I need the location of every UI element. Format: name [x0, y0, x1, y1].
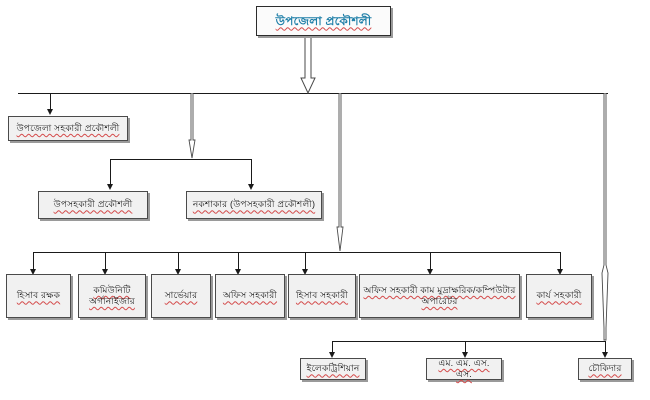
- node-label: কার্য সহকারী: [536, 290, 582, 301]
- node-label: অফিস সহকারী কাম মুদ্রাক্ষরিক/কম্পিউটার অ…: [363, 284, 516, 306]
- node-office-assistant[interactable]: অফিস সহকারী: [215, 274, 285, 318]
- connector-to-draftsman: [251, 159, 252, 186]
- connector-to-office-assistant: [238, 252, 239, 271]
- bus-line-staff: [33, 252, 560, 253]
- bus-line-level1: [18, 93, 608, 94]
- spindle-arrow-to-staff-bus: [334, 93, 346, 253]
- node-chowkidar[interactable]: চৌকিদার: [578, 358, 632, 380]
- arrowhead-sub-assistant-engineer: [107, 184, 113, 190]
- arrowhead-office-assistant-cum-computer-operator: [427, 269, 433, 275]
- node-accountant[interactable]: হিসাব রক্ষক: [6, 274, 71, 318]
- spindle-arrow-to-bottom-bus: [599, 93, 611, 341]
- node-upazila-engineer[interactable]: উপজেলা প্রকৌশলী: [256, 6, 391, 36]
- node-electrician[interactable]: ইলেকট্রিশিয়ান: [300, 358, 366, 380]
- block-arrow-root-to-bus: [300, 36, 316, 94]
- arrowhead-accountant: [30, 269, 36, 275]
- node-label: হিসাব রক্ষক: [16, 290, 61, 301]
- connector-to-accountant: [33, 252, 34, 271]
- node-label: অফিস সহকারী: [222, 290, 278, 301]
- node-community-organizer[interactable]: কমিউনিটি অর্গানাইজার: [78, 274, 146, 318]
- node-upazila-assistant-engineer[interactable]: উপজেলা সহকারী প্রকৌশলী: [8, 116, 128, 141]
- arrowhead-upazila-assistant-engineer: [47, 109, 53, 115]
- arrowhead-surveyor: [175, 269, 181, 275]
- arrowhead-work-assistant: [557, 269, 563, 275]
- node-office-assistant-cum-computer-operator[interactable]: অফিস সহকারী কাম মুদ্রাক্ষরিক/কম্পিউটার অ…: [359, 274, 520, 318]
- arrowhead-chowkidar: [602, 352, 608, 358]
- arrowhead-draftsman: [248, 184, 254, 190]
- arrowhead-accounts-assistant: [302, 269, 308, 275]
- connector-to-sub-assistant-engineer: [110, 159, 111, 186]
- connector-to-chowkidar: [605, 341, 606, 354]
- node-label: ইলেকট্রিশিয়ান: [306, 363, 360, 374]
- node-label: উপসহকারী প্রকৌশলী: [53, 199, 133, 210]
- node-label: চৌকিদার: [588, 363, 622, 374]
- node-label: হিসাব সহকারী: [295, 290, 349, 301]
- connector-to-surveyor: [178, 252, 179, 271]
- connector-to-electrician: [332, 341, 333, 354]
- node-label: কমিউনিটি অর্গানাইজার: [89, 284, 135, 306]
- bus-line-level3: [110, 159, 252, 160]
- connector-to-work-assistant: [560, 252, 561, 271]
- node-mlss[interactable]: এম. এম. এস. এস.: [426, 358, 502, 380]
- node-label: নকশাকার (উপসহকারী প্রকৌশলী): [192, 199, 316, 210]
- connector-to-community-organizer: [105, 252, 106, 271]
- spindle-arrow-to-level3-bus: [186, 93, 198, 159]
- node-label: সার্ভেয়ার: [164, 290, 198, 301]
- arrowhead-electrician: [329, 352, 335, 358]
- node-accounts-assistant[interactable]: হিসাব সহকারী: [288, 274, 356, 318]
- arrowhead-community-organizer: [102, 269, 108, 275]
- node-label: এম. এম. এস. এস.: [438, 357, 490, 379]
- node-surveyor[interactable]: সার্ভেয়ার: [151, 274, 211, 318]
- connector-to-office-assistant-cum-computer-operator: [430, 252, 431, 271]
- arrowhead-mlss: [462, 352, 468, 358]
- node-label: উপজেলা প্রকৌশলী: [275, 13, 372, 28]
- connector-to-mlss: [465, 341, 466, 354]
- connector-to-upazila-assistant-engineer: [50, 93, 51, 111]
- node-sub-assistant-engineer[interactable]: উপসহকারী প্রকৌশলী: [38, 191, 148, 219]
- node-work-assistant[interactable]: কার্য সহকারী: [526, 274, 592, 318]
- bus-line-bottom: [332, 341, 605, 342]
- node-label: উপজেলা সহকারী প্রকৌশলী: [16, 122, 120, 133]
- arrowhead-office-assistant: [235, 269, 241, 275]
- connector-to-accounts-assistant: [305, 252, 306, 271]
- node-draftsman[interactable]: নকশাকার (উপসহকারী প্রকৌশলী): [186, 191, 322, 219]
